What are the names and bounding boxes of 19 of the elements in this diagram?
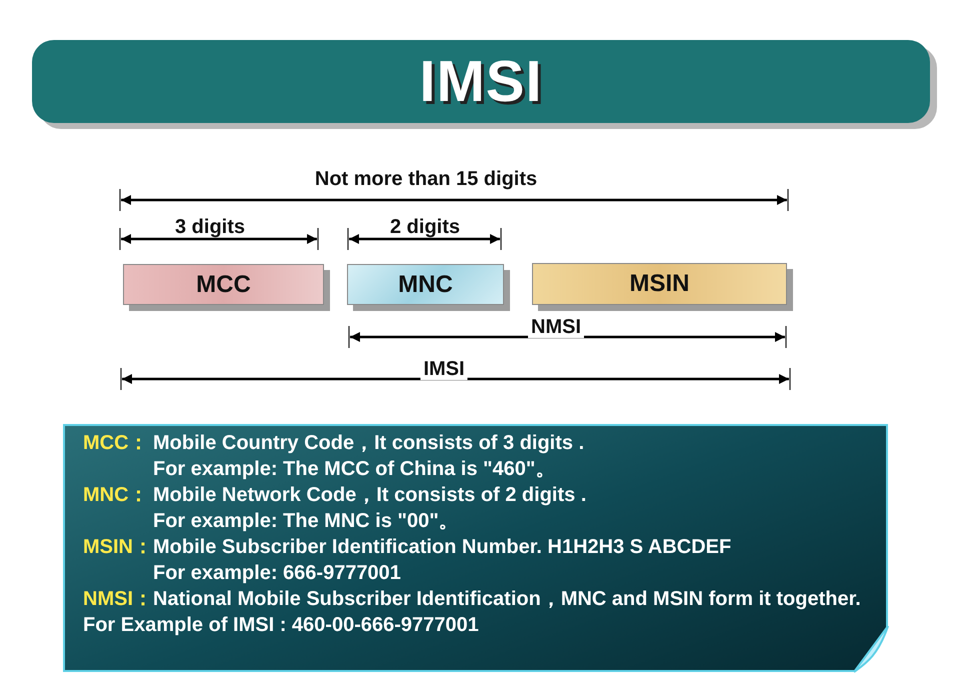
- definition-text: National Mobile Subscriber Identification，MNC and MSIN form it together.: [153, 587, 862, 612]
- dimension-label: 2 digits: [389, 216, 461, 238]
- definition-text: For example: The MCC of China is "460"。: [153, 457, 556, 482]
- dimension-label: 3 digits: [174, 216, 246, 238]
- term-label: MSIN：: [83, 535, 153, 560]
- definition-text: Mobile Network Code，It consists of 2 digits .: [153, 483, 588, 508]
- definition-text: For Example of IMSI : 460-00-666-9777001: [83, 613, 480, 638]
- term-label: NMSI：: [83, 587, 153, 612]
- definition-text: Mobile Subscriber Identification Number. H1H2H3 S ABCDEF: [153, 535, 732, 560]
- title: IMSI: [419, 48, 543, 115]
- term-label: MCC：: [83, 431, 150, 456]
- dimension-label: NMSI: [528, 316, 584, 338]
- definition-panel: [63, 424, 888, 672]
- definition-text: For example: 666-9777001: [153, 561, 402, 586]
- term-label: MNC：: [83, 483, 150, 508]
- definition-text: For example: The MNC is "00"。: [153, 509, 460, 534]
- dimension-label: IMSI: [420, 358, 468, 380]
- dimension-label: Not more than 15 digits: [314, 168, 538, 190]
- definition-text: Mobile Country Code，It consists of 3 digits .: [153, 431, 586, 456]
